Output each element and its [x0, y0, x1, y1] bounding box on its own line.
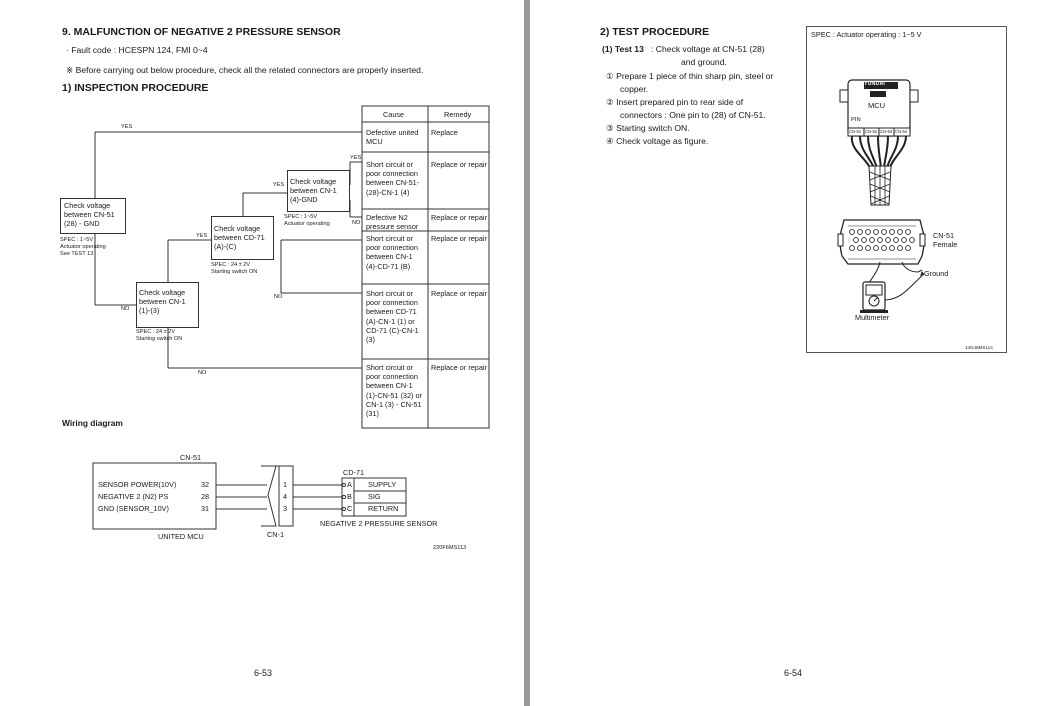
step-1: ① Prepare 1 piece of thin sharp pin, ste…	[606, 71, 774, 81]
left-page: 9. MALFUNCTION OF NEGATIVE 2 PRESSURE SE…	[0, 0, 524, 706]
no-label: NO	[352, 220, 361, 226]
mcu-brand: HYUNDAI	[860, 81, 886, 87]
remedy-2: Replace or repair	[431, 160, 487, 169]
no-label: NO	[274, 294, 283, 300]
mcu-pin-3: 31	[201, 504, 210, 513]
figure-code: 220F6MS113	[433, 545, 467, 551]
right-page: 2) TEST PROCEDURE (1) Test 13 : Check vo…	[530, 0, 1055, 706]
mcu-row-3: GND (SENSOR_10V)	[98, 504, 169, 513]
mcu-pin-1: 32	[201, 480, 210, 489]
fault-code: · Fault code : HCESPN 124, FMI 0~4	[66, 45, 208, 55]
test-text-2: and ground.	[681, 57, 727, 67]
test-text-1: : Check voltage at CN-51 (28)	[651, 44, 765, 54]
cn1-pin-1: 1	[283, 480, 288, 489]
page-number-left: 6-53	[254, 668, 273, 678]
figure-spec: SPEC : Actuator operating : 1~5 V	[811, 30, 922, 39]
cn51-right-label: CN-51	[933, 231, 955, 240]
page-number-right: 6-54	[784, 668, 803, 678]
step-1-cont: copper.	[620, 84, 649, 94]
cn51-label: CN-51	[180, 453, 202, 462]
conn-label-3: CN-53	[880, 129, 893, 134]
remedy-1: Replace	[431, 128, 458, 137]
yes-label: YES	[196, 233, 208, 239]
remedy-header: Remedy	[444, 110, 472, 119]
female-label: Female	[933, 240, 958, 249]
yes-label: YES	[121, 124, 133, 130]
mcu-pin-2: 28	[201, 492, 210, 501]
section-title: 9. MALFUNCTION OF NEGATIVE 2 PRESSURE SE…	[62, 26, 341, 38]
sensor-pin-b: B	[347, 492, 352, 501]
test-heading: 2) TEST PROCEDURE	[600, 26, 710, 38]
cd71-label: CD-71	[343, 468, 365, 477]
note: ※ Before carrying out below procedure, c…	[66, 65, 424, 75]
conn-label-4: CN-54	[895, 129, 908, 134]
remedy-5: Replace or repair	[431, 289, 487, 298]
sensor-pin-a: A	[347, 480, 352, 489]
mcu-connector-illustration	[837, 79, 926, 313]
flowchart-lines	[92, 105, 490, 530]
mcu-label: UNITED MCU	[158, 532, 204, 541]
remedy-4: Replace or repair	[431, 234, 487, 243]
mcu-label-right: MCU	[868, 101, 886, 110]
inspection-heading: 1) INSPECTION PROCEDURE	[62, 82, 209, 94]
sensor-sig: SIG	[368, 492, 381, 501]
test-label: (1) Test 13	[602, 44, 644, 54]
cause-header: Cause	[383, 110, 405, 119]
remedy-6: Replace or repair	[431, 363, 487, 372]
step-2: ② Insert prepared pin to rear side of	[606, 97, 744, 107]
cn1-label: CN-1	[267, 530, 285, 539]
sensor-pin-c: C	[347, 504, 353, 513]
no-label: NO	[121, 306, 130, 312]
no-label: NO	[198, 370, 207, 376]
multimeter-label: Multimeter	[855, 313, 890, 322]
wiring-heading: Wiring diagram	[62, 418, 123, 428]
cn1-pin-3: 3	[283, 504, 288, 513]
yes-label: YES	[350, 155, 362, 161]
step-2-cont: connectors : One pin to (28) of CN-51.	[620, 110, 766, 120]
step-4: ④ Check voltage as figure.	[606, 136, 709, 146]
ground-label: Ground	[924, 269, 949, 278]
mcu-row-2: NEGATIVE 2 (N2) PS	[98, 492, 169, 501]
sensor-supply: SUPPLY	[368, 480, 397, 489]
mcu-row-1: SENSOR POWER(10V)	[98, 480, 177, 489]
conn-label-2: CN-52	[865, 129, 878, 134]
sensor-return: RETURN	[368, 504, 399, 513]
sensor-label: NEGATIVE 2 PRESSURE SENSOR	[320, 519, 438, 528]
pin-label: PIN	[851, 117, 861, 123]
cn1-pin-2: 4	[283, 492, 288, 501]
figure-code-right: 14GJ6MS114	[965, 345, 993, 350]
yes-label: YES	[273, 182, 285, 188]
step-3: ③ Starting switch ON.	[606, 123, 690, 133]
conn-label-1: CN-51	[849, 129, 862, 134]
remedy-3: Replace or repair	[431, 213, 487, 222]
